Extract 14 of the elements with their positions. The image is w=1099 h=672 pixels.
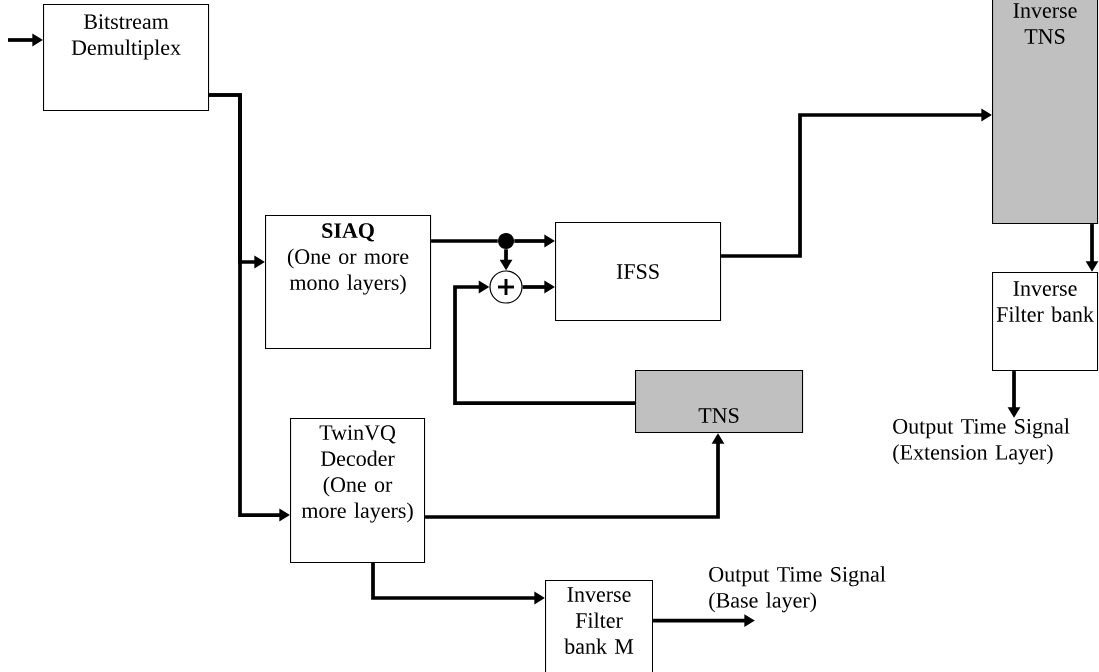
arrow (453, 280, 635, 405)
adder-circle (489, 270, 523, 304)
junction-dot (498, 233, 514, 249)
process-box: TwinVQ Decoder (One or more layers) (290, 418, 426, 564)
process-box: SIAQ (One or more mono layers) (265, 215, 432, 350)
process-box: Inverse Filter bank (992, 272, 1099, 372)
process-box: Inverse TNS (992, 0, 1099, 225)
signal-label: Output Time Signal (Base layer) (709, 566, 886, 613)
process-box: Bitstream Demultiplex (43, 4, 210, 112)
process-box: TNS (635, 370, 804, 434)
connector-line (431, 239, 498, 243)
signal-label: Output Time Signal (Extension Layer) (893, 418, 1070, 465)
process-box: IFSS (555, 222, 722, 322)
process-box: Inverse Filter bank M (545, 580, 654, 672)
